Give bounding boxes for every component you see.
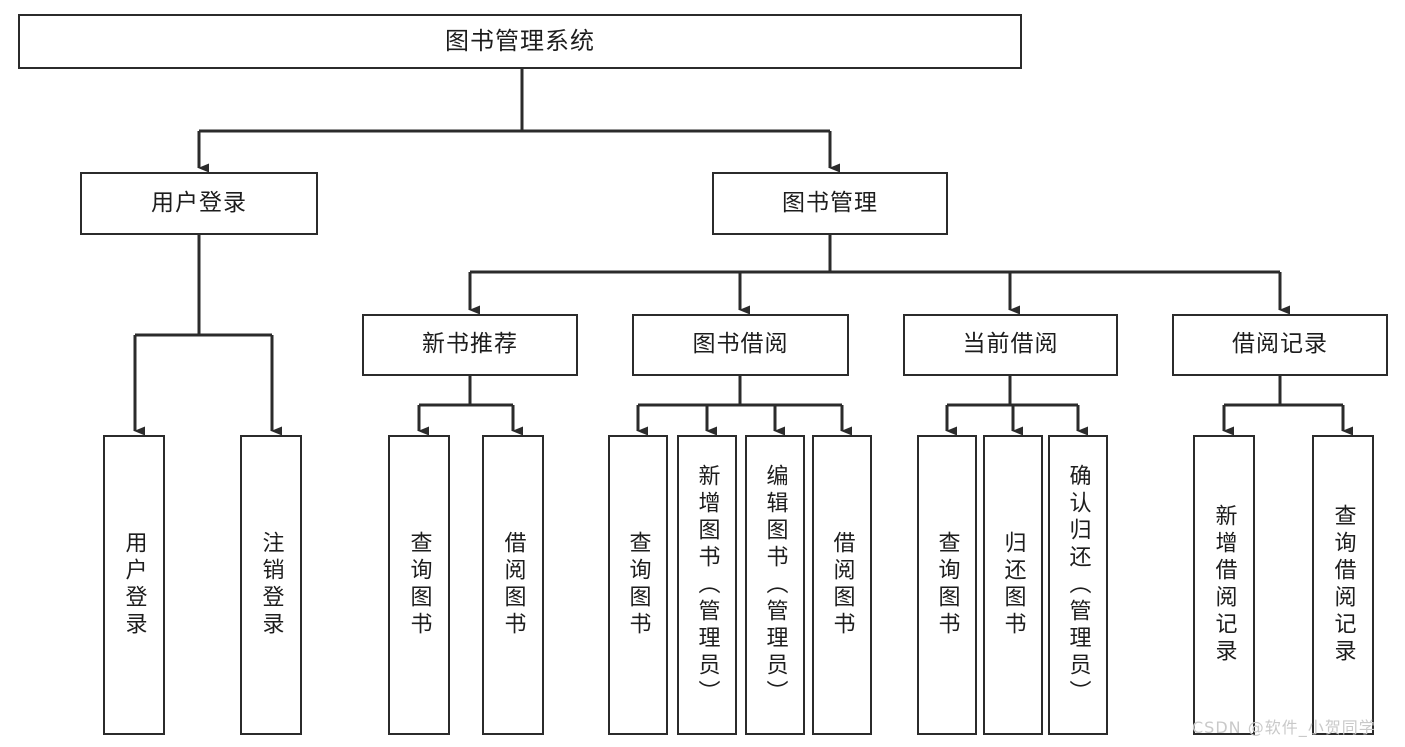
node-leaf-confirm-return-label: 确认归还（管理员） [1065,463,1091,707]
node-leaf-query-book-3[interactable]: 查询图书 [917,435,977,735]
node-borrow-record-label: 借阅记录 [1232,331,1328,358]
node-new-book-recommend-label: 新书推荐 [422,331,518,358]
node-leaf-add-record[interactable]: 新增借阅记录 [1193,435,1255,735]
node-leaf-borrow-book-1-label: 借阅图书 [500,531,526,639]
node-root[interactable]: 图书管理系统 [18,14,1022,69]
node-leaf-return-book-label: 归还图书 [1000,531,1026,639]
node-leaf-query-book-2-label: 查询图书 [625,531,651,639]
node-leaf-edit-book-label: 编辑图书（管理员） [762,463,788,707]
node-leaf-user-login[interactable]: 用户登录 [103,435,165,735]
node-leaf-query-book-1[interactable]: 查询图书 [388,435,450,735]
node-leaf-borrow-book-1[interactable]: 借阅图书 [482,435,544,735]
node-current-borrow-label: 当前借阅 [962,331,1059,358]
node-user-login-label: 用户登录 [151,189,247,216]
node-leaf-edit-book[interactable]: 编辑图书（管理员） [745,435,805,735]
node-new-book-recommend[interactable]: 新书推荐 [362,314,578,376]
node-book-borrow-label: 图书借阅 [692,331,789,358]
node-leaf-logout-label: 注销登录 [258,531,284,639]
node-leaf-query-book-2[interactable]: 查询图书 [608,435,668,735]
node-root-label: 图书管理系统 [445,27,595,56]
node-leaf-borrow-book-2-label: 借阅图书 [829,531,855,639]
node-leaf-add-record-label: 新增借阅记录 [1211,504,1237,666]
node-leaf-return-book[interactable]: 归还图书 [983,435,1043,735]
node-leaf-borrow-book-2[interactable]: 借阅图书 [812,435,872,735]
node-leaf-add-book-label: 新增图书（管理员） [694,463,720,707]
node-leaf-query-record[interactable]: 查询借阅记录 [1312,435,1374,735]
node-leaf-query-book-3-label: 查询图书 [934,531,960,639]
node-leaf-confirm-return[interactable]: 确认归还（管理员） [1048,435,1108,735]
node-leaf-query-record-label: 查询借阅记录 [1330,504,1356,666]
node-leaf-user-login-label: 用户登录 [121,531,147,639]
node-borrow-record[interactable]: 借阅记录 [1172,314,1388,376]
csdn-watermark: CSDN @软件_小贺同学 [1192,718,1376,737]
node-leaf-logout[interactable]: 注销登录 [240,435,302,735]
node-leaf-query-book-1-label: 查询图书 [406,531,432,639]
node-book-manage[interactable]: 图书管理 [712,172,948,235]
node-book-manage-label: 图书管理 [782,189,878,216]
node-book-borrow[interactable]: 图书借阅 [632,314,849,376]
node-current-borrow[interactable]: 当前借阅 [903,314,1118,376]
node-leaf-add-book[interactable]: 新增图书（管理员） [677,435,737,735]
node-user-login[interactable]: 用户登录 [80,172,318,235]
